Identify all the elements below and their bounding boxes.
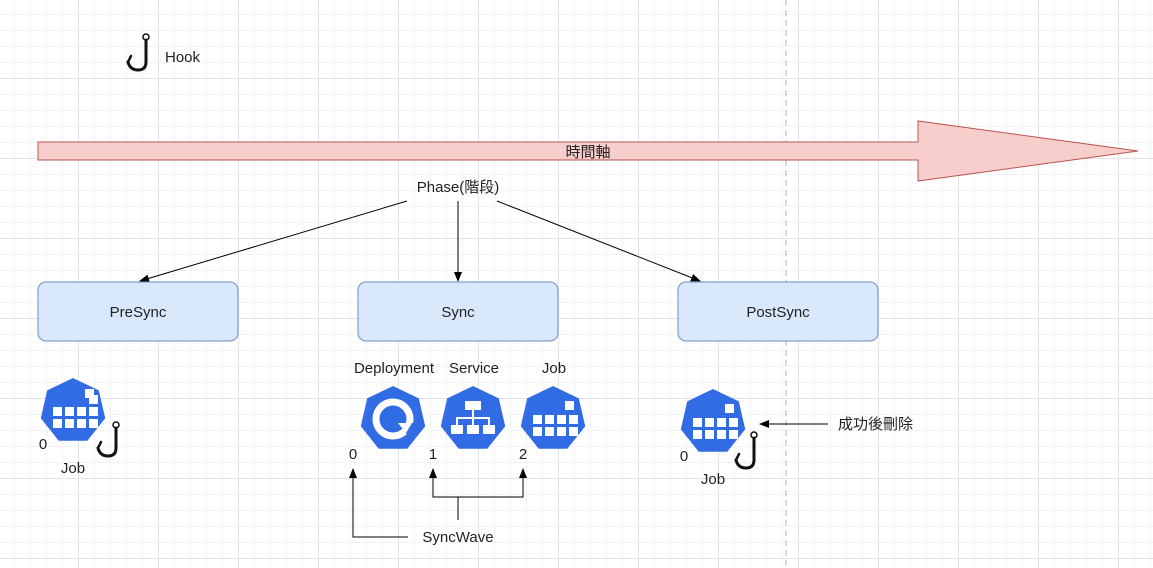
sync-wave-number: 2 — [519, 446, 527, 463]
sync-resources: Deployment Service Job — [349, 360, 586, 463]
connector-wave-2 — [458, 468, 527, 498]
hook-icon — [96, 421, 120, 458]
hook-icon — [126, 33, 150, 72]
job-label: Job — [61, 460, 85, 477]
phase-box-label: PostSync — [746, 304, 810, 321]
service-label: Service — [449, 360, 499, 377]
connector-wave-0 — [349, 468, 408, 538]
phase-box-sync[interactable]: Sync — [357, 281, 559, 342]
syncwave-label: SyncWave — [422, 529, 493, 546]
job-label: Job — [542, 360, 566, 377]
phase-box-presync[interactable]: PreSync — [37, 281, 239, 342]
hook-icon — [734, 431, 758, 470]
sync-wave-number: 0 — [349, 446, 357, 463]
presync-job: 0 Job — [39, 378, 120, 477]
job-label: Job — [701, 471, 725, 488]
timeline-arrow: 時間軸 — [37, 120, 1139, 182]
syncwave-connectors — [349, 468, 527, 538]
service-icon — [440, 386, 506, 449]
connector-postsync — [496, 200, 701, 282]
job-icon — [40, 378, 106, 441]
deployment-icon — [360, 386, 426, 449]
phase-connectors — [139, 200, 701, 283]
job-icon — [520, 386, 586, 449]
delete-note-label: 成功後刪除 — [838, 416, 913, 433]
sync-wave-number: 1 — [429, 446, 437, 463]
timeline-label: 時間軸 — [565, 144, 610, 161]
phase-box-postsync[interactable]: PostSync — [677, 281, 879, 342]
sync-wave-number: 0 — [39, 436, 47, 453]
phase-label: Phase(階段) — [417, 179, 500, 196]
legend: Hook — [126, 33, 201, 72]
connector-presync — [139, 200, 408, 283]
legend-hook-label: Hook — [165, 49, 201, 66]
deployment-label: Deployment — [354, 360, 435, 377]
sync-wave-number: 0 — [680, 448, 688, 465]
phase-box-label: PreSync — [110, 304, 167, 321]
postsync-job: 0 Job 成功後刪除 — [680, 389, 913, 488]
phase-box-label: Sync — [441, 304, 475, 321]
connector-wave-1 — [429, 468, 458, 498]
job-icon — [680, 389, 746, 452]
